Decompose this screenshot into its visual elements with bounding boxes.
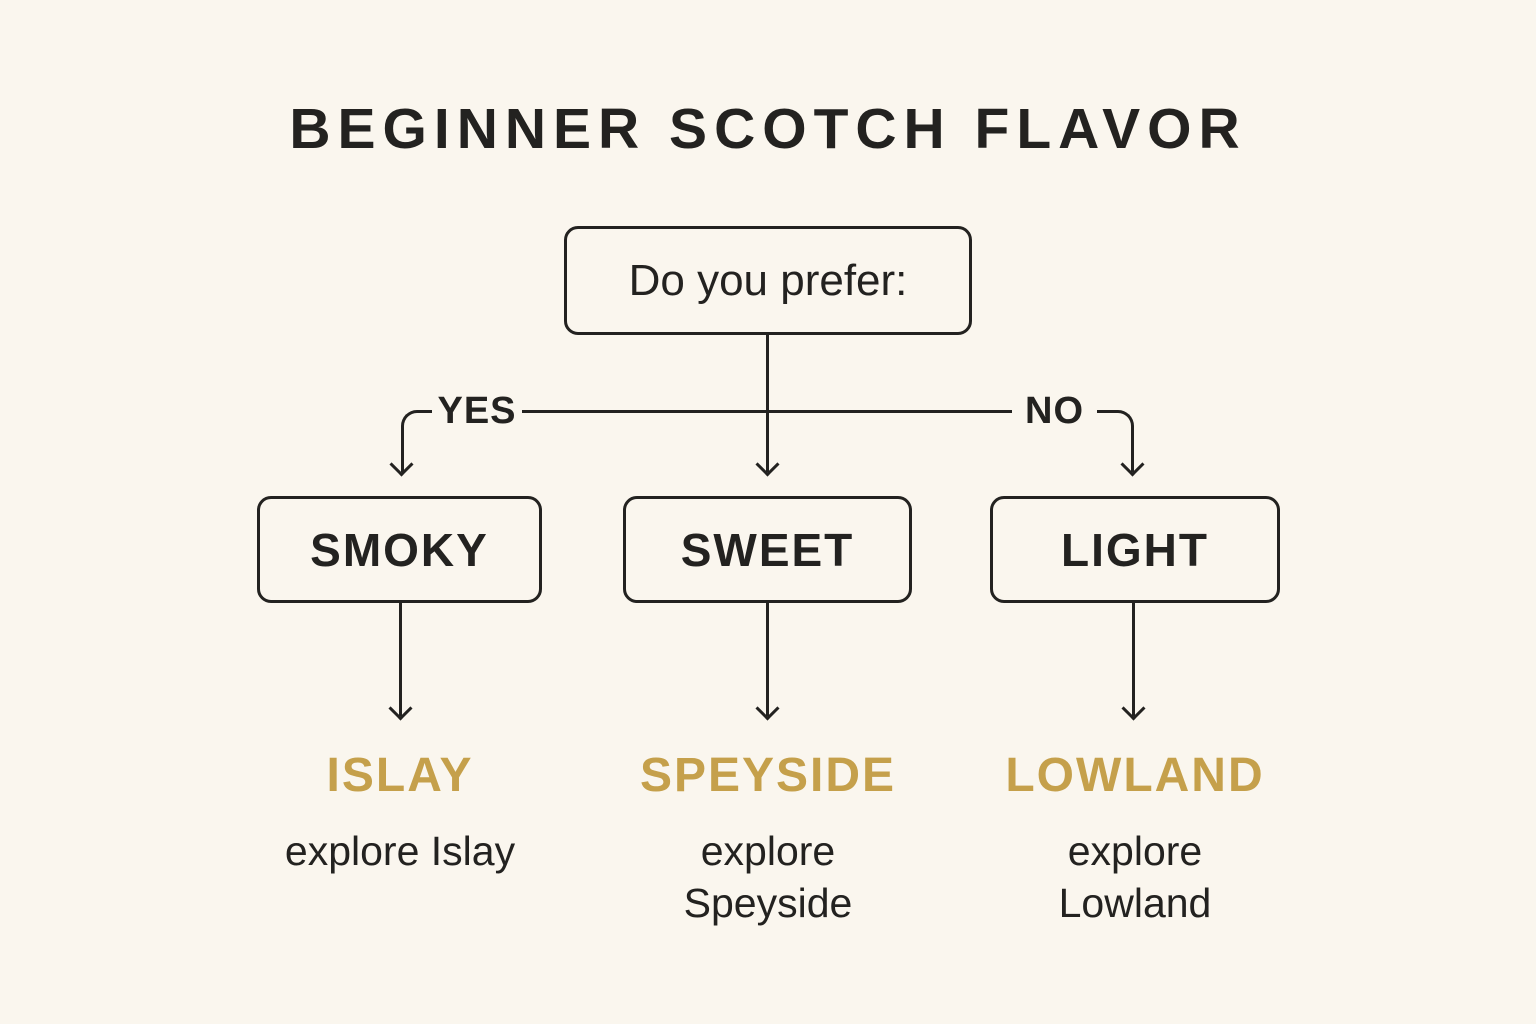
- option-box-smoky: SMOKY: [257, 496, 542, 603]
- connector-light-to-lowland: [1132, 603, 1135, 716]
- connector-branch-horizontal: [522, 410, 1012, 413]
- option-label-sweet: SWEET: [680, 523, 855, 576]
- option-label-light: LIGHT: [1061, 523, 1209, 576]
- page-title: BEGINNER SCOTCH FLAVOR: [289, 97, 1247, 161]
- result-action-lowland-line1: explore: [1067, 828, 1203, 874]
- result-name-islay: ISLAY: [326, 749, 474, 802]
- arrowhead-down-speyside-icon: [755, 696, 780, 721]
- result-name-speyside: SPEYSIDE: [639, 749, 897, 802]
- root-question-box: Do you prefer:: [564, 226, 972, 335]
- result-action-speyside-line2: Speyside: [683, 880, 853, 926]
- connector-sweet-to-speyside: [766, 603, 769, 716]
- result-action-speyside-line1: explore: [700, 828, 836, 874]
- result-name-lowland: LOWLAND: [1005, 749, 1265, 802]
- connector-root-to-sweet: [766, 335, 769, 472]
- result-column-islay: ISLAY explore Islay: [230, 748, 570, 877]
- arrowhead-down-sweet-icon: [755, 452, 780, 477]
- result-action-islay-line1: explore Islay: [284, 828, 516, 874]
- connector-yes-elbow: [401, 410, 432, 472]
- branch-label-no: NO: [1025, 390, 1084, 432]
- result-column-lowland: LOWLAND explore Lowland: [965, 748, 1305, 929]
- option-box-sweet: SWEET: [623, 496, 912, 603]
- root-question-label: Do you prefer:: [628, 255, 908, 305]
- connector-no-elbow: [1097, 410, 1134, 472]
- connector-smoky-to-islay: [399, 603, 402, 716]
- arrowhead-down-lowland-icon: [1121, 696, 1146, 721]
- result-action-lowland-line2: Lowland: [1058, 880, 1212, 926]
- result-column-speyside: SPEYSIDE explore Speyside: [598, 748, 938, 929]
- branch-label-yes: YES: [437, 390, 517, 432]
- option-label-smoky: SMOKY: [310, 523, 489, 576]
- arrowhead-down-islay-icon: [388, 696, 413, 721]
- option-box-light: LIGHT: [990, 496, 1280, 603]
